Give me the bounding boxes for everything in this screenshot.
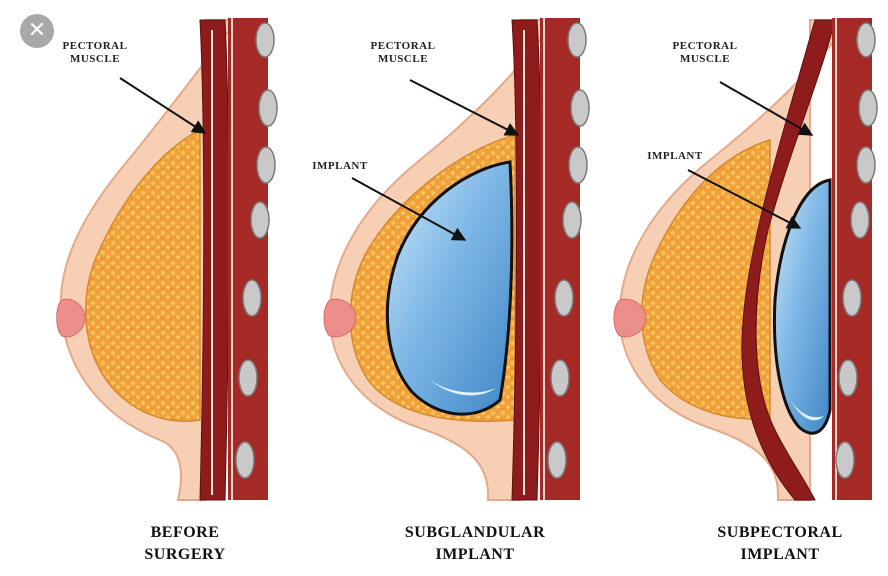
pectoral-muscle: [200, 20, 229, 500]
chest-wall: [540, 18, 580, 500]
caption-text: SUBGLANDULARIMPLANT: [405, 524, 545, 563]
label-text: PECTORALMUSCLE: [371, 40, 436, 65]
panel-subpectoral: [614, 18, 877, 500]
label-implant: IMPLANT: [290, 160, 390, 173]
panel-subglandular: [324, 18, 589, 500]
label-text: PECTORALMUSCLE: [63, 40, 128, 65]
caption-text: BEFORESURGERY: [144, 524, 225, 563]
chest-wall: [228, 18, 268, 500]
pectoral-muscle: [512, 20, 542, 500]
label-pectoral-muscle: PECTORALMUSCLE: [650, 40, 760, 66]
caption-subglandular-implant: SUBGLANDULARIMPLANT: [370, 522, 580, 566]
caption-text: SUBPECTORALIMPLANT: [717, 524, 842, 563]
label-implant: IMPLANT: [625, 150, 725, 163]
label-pectoral-muscle: PECTORALMUSCLE: [348, 40, 458, 66]
caption-subpectoral-implant: SUBPECTORALIMPLANT: [680, 522, 880, 566]
panel-before: [57, 18, 277, 500]
label-text: IMPLANT: [312, 160, 367, 172]
label-pectoral-muscle: PECTORALMUSCLE: [40, 40, 150, 66]
caption-before-surgery: BEFORESURGERY: [100, 522, 270, 566]
label-text: IMPLANT: [647, 150, 702, 162]
label-text: PECTORALMUSCLE: [673, 40, 738, 65]
